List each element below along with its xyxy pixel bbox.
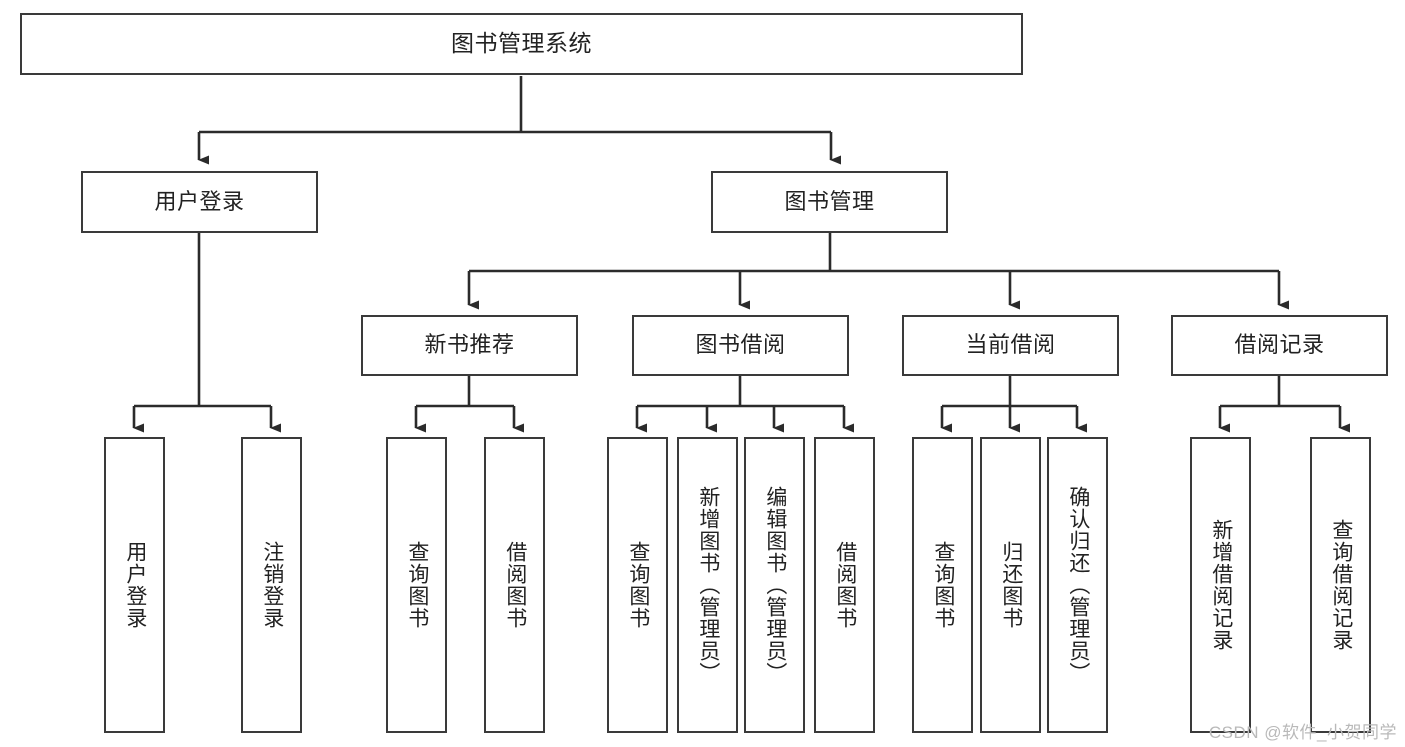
node-label: 查询图书	[626, 541, 650, 629]
node-label: 借阅记录	[1234, 332, 1325, 358]
node-root-system[interactable]: 图书管理系统	[20, 13, 1023, 75]
node-label: 借阅图书	[833, 541, 857, 629]
node-label: 确认归还（管理员）	[1066, 486, 1090, 684]
node-new-book-rec[interactable]: 新书推荐	[361, 315, 578, 376]
node-book-borrow[interactable]: 图书借阅	[632, 315, 849, 376]
node-label: 用户登录	[123, 541, 147, 629]
node-current-borrow[interactable]: 当前借阅	[902, 315, 1119, 376]
node-label: 查询借阅记录	[1329, 519, 1353, 651]
node-leaf-borrow-query-book[interactable]: 查询图书	[607, 437, 668, 733]
node-leaf-cur-confirm-return[interactable]: 确认归还（管理员）	[1047, 437, 1108, 733]
node-leaf-user-logout[interactable]: 注销登录	[241, 437, 302, 733]
node-leaf-record-search[interactable]: 查询借阅记录	[1310, 437, 1371, 733]
node-label: 新增借阅记录	[1209, 519, 1233, 651]
node-label: 归还图书	[999, 541, 1023, 629]
node-leaf-record-add[interactable]: 新增借阅记录	[1190, 437, 1251, 733]
node-leaf-cur-return-book[interactable]: 归还图书	[980, 437, 1041, 733]
node-label: 图书管理	[784, 188, 875, 214]
node-leaf-borrow-add-book[interactable]: 新增图书（管理员）	[677, 437, 738, 733]
node-label: 查询图书	[931, 541, 955, 629]
node-label: 新增图书（管理员）	[696, 486, 720, 684]
node-label: 图书借阅	[695, 332, 786, 358]
node-user-login[interactable]: 用户登录	[81, 171, 318, 233]
node-book-manage[interactable]: 图书管理	[711, 171, 948, 233]
node-leaf-cur-query-book[interactable]: 查询图书	[912, 437, 973, 733]
node-borrow-record[interactable]: 借阅记录	[1171, 315, 1388, 376]
node-label: 当前借阅	[965, 332, 1056, 358]
node-label: 新书推荐	[424, 332, 515, 358]
node-label: 注销登录	[260, 541, 284, 629]
node-label: 用户登录	[154, 188, 245, 214]
node-leaf-user-login[interactable]: 用户登录	[104, 437, 165, 733]
node-leaf-borrow-edit-book[interactable]: 编辑图书（管理员）	[744, 437, 805, 733]
node-leaf-rec-borrow-book[interactable]: 借阅图书	[484, 437, 545, 733]
node-leaf-rec-query-book[interactable]: 查询图书	[386, 437, 447, 733]
node-label: 查询图书	[405, 541, 429, 629]
node-leaf-borrow-do-book[interactable]: 借阅图书	[814, 437, 875, 733]
node-label: 图书管理系统	[451, 30, 592, 57]
node-label: 编辑图书（管理员）	[763, 486, 787, 684]
node-label: 借阅图书	[503, 541, 527, 629]
